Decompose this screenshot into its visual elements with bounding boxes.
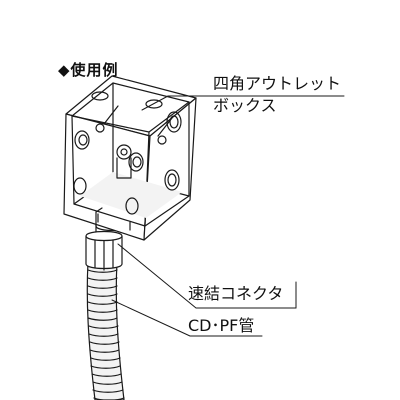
- label-quick-connector: 速結コネクタ: [188, 284, 284, 303]
- label-cd-pf-tube: CD･PF管: [188, 316, 255, 335]
- corrugated-tube: [86, 261, 125, 400]
- label-square-outlet-box-line1: 四角アウトレット: [213, 74, 342, 93]
- usage-example-heading: ◆使用例: [58, 59, 119, 80]
- label-square-outlet-box-line2: ボックス: [213, 96, 277, 115]
- leader-lines: [111, 95, 345, 337]
- diamond-bullet-icon: ◆: [58, 61, 71, 79]
- square-outlet-box: [63, 75, 197, 241]
- heading-text: 使用例: [70, 61, 119, 79]
